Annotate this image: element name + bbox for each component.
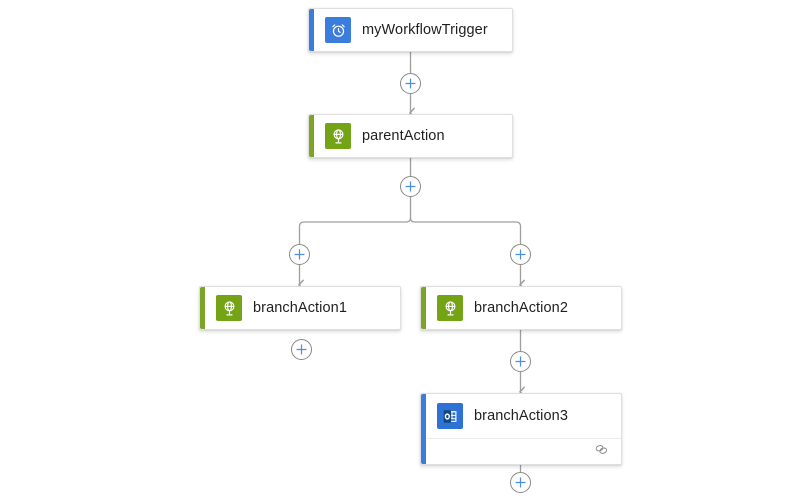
node-accent-bar [200,287,205,329]
outlook-icon [437,403,463,429]
edge-fork-right [409,217,522,244]
plus-icon [405,78,416,89]
add-step-button-after-branch3[interactable] [510,472,531,493]
node-card-trigger[interactable]: myWorkflowTrigger [308,8,513,52]
http-globe-icon [216,295,242,321]
node-card-branch-action-1[interactable]: branchAction1 [199,286,401,330]
add-step-button-branch1-entry[interactable] [289,244,310,265]
node-accent-bar [309,9,314,51]
node-footer [421,438,621,464]
http-globe-icon [437,295,463,321]
node-header: myWorkflowTrigger [309,9,512,51]
plus-icon [294,249,305,260]
add-step-button-branch2-to-branch3[interactable] [510,351,531,372]
node-header: parentAction [309,115,512,157]
add-step-button-trigger-to-parent[interactable] [400,73,421,94]
node-title: branchAction1 [253,300,347,316]
add-step-button-parent-to-branches[interactable] [400,176,421,197]
alarm-clock-icon [325,17,351,43]
node-accent-bar [309,115,314,157]
add-step-button-branch2-entry[interactable] [510,244,531,265]
node-header: branchAction3 [421,394,621,438]
plus-icon [515,477,526,488]
http-globe-icon [325,123,351,149]
node-header: branchAction1 [200,287,400,329]
link-chain-icon[interactable] [594,443,609,461]
node-accent-bar [421,287,426,329]
plus-icon [405,181,416,192]
node-card-branch-action-2[interactable]: branchAction2 [420,286,622,330]
node-card-parent-action[interactable]: parentAction [308,114,513,158]
node-title: parentAction [362,128,445,144]
node-accent-bar [421,394,426,464]
node-title: branchAction3 [474,408,568,424]
node-header: branchAction2 [421,287,621,329]
edge-fork-left [298,217,412,244]
node-title: myWorkflowTrigger [362,22,488,38]
plus-icon [296,344,307,355]
node-card-branch-action-3[interactable]: branchAction3 [420,393,622,465]
add-step-button-after-branch1[interactable] [291,339,312,360]
node-title: branchAction2 [474,300,568,316]
plus-icon [515,249,526,260]
plus-icon [515,356,526,367]
